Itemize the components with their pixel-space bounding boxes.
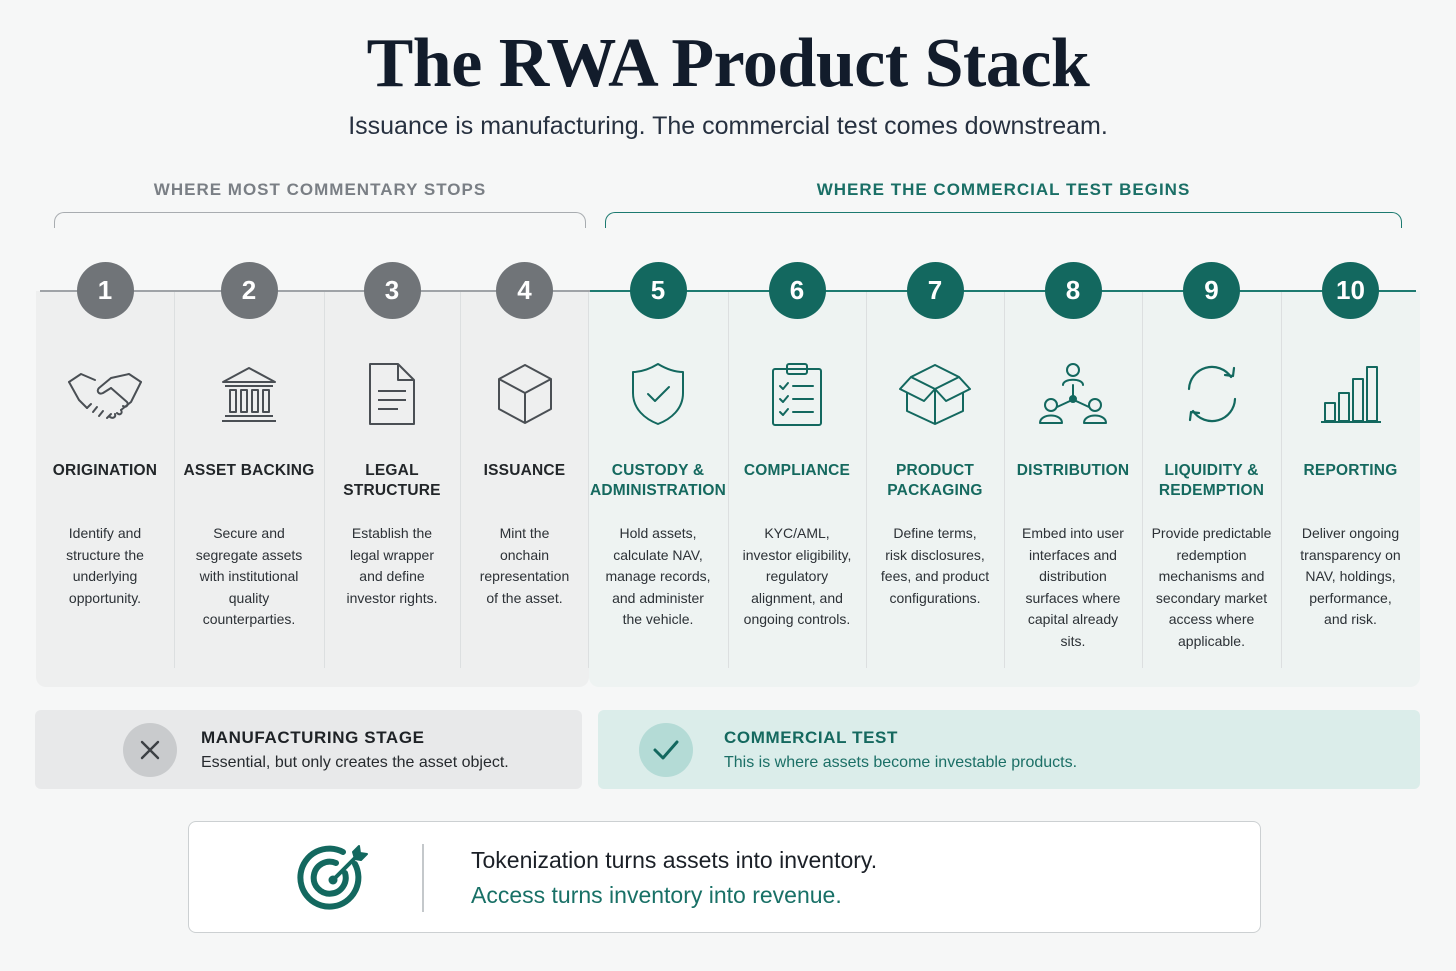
group-label-commentary: WHERE MOST COMMENTARY STOPS (153, 180, 487, 199)
bracket-commentary (54, 212, 586, 228)
step-number: 9 (1183, 262, 1240, 319)
manufacturing-stage-text: Essential, but only creates the asset ob… (201, 754, 509, 771)
target-arrow-icon (297, 840, 373, 916)
check-icon (639, 723, 693, 777)
shield-check-icon (618, 361, 698, 427)
column-divider (1004, 292, 1005, 668)
page-title: The RWA Product Stack (366, 25, 1090, 102)
timeline-rail-teal (590, 290, 1416, 292)
step-number: 8 (1044, 262, 1102, 319)
step-name: ASSET BACKING (183, 462, 315, 479)
manufacturing-stage-box: MANUFACTURING STAGE Essential, but only … (35, 710, 582, 789)
footer-line-1: Tokenization turns assets into inventory… (471, 847, 878, 873)
handshake-icon (65, 361, 145, 427)
cube-icon (485, 361, 565, 427)
footer-callout: Tokenization turns assets into inventory… (188, 821, 1261, 933)
step-number: 4 (496, 262, 553, 319)
step-description: Define terms,risk disclosures,fees, and … (880, 525, 990, 606)
footer-divider (422, 844, 424, 912)
manufacturing-stage-title: MANUFACTURING STAGE (201, 728, 425, 747)
step-compliance: 6 COMPLIANCE KYC/AML,investor eligibilit… (731, 262, 863, 662)
step-name: DISTRIBUTION (1016, 462, 1130, 479)
step-name: ORIGINATION (52, 462, 158, 479)
step-name: COMPLIANCE (743, 462, 851, 479)
commercial-test-box: COMMERCIAL TEST This is where assets bec… (598, 710, 1420, 789)
column-divider (588, 292, 589, 668)
step-number: 6 (768, 262, 826, 319)
footer-line-2: Access turns inventory into revenue. (471, 882, 842, 908)
column-divider (728, 292, 729, 668)
step-number: 2 (220, 262, 278, 319)
bank-icon (209, 361, 289, 427)
group-label-commercial: WHERE THE COMMERCIAL TEST BEGINS (816, 180, 1191, 199)
bar-chart-icon (1311, 361, 1391, 427)
commercial-test-title: COMMERCIAL TEST (724, 728, 898, 747)
commercial-test-text: This is where assets become investable p… (724, 754, 1078, 771)
open-box-icon (895, 361, 975, 427)
column-divider (1142, 292, 1143, 668)
step-name: CUSTODY & ADMINISTRATION (590, 462, 726, 499)
step-name: REPORTING (1303, 462, 1398, 479)
bracket-commercial (605, 212, 1402, 228)
x-icon (123, 723, 177, 777)
step-number: 1 (76, 262, 134, 319)
document-icon (352, 361, 432, 427)
column-divider (1281, 292, 1282, 668)
step-number: 7 (906, 262, 964, 319)
column-divider (174, 292, 175, 668)
column-divider (866, 292, 867, 668)
step-custody-administration: 5 CUSTODY & ADMINISTRATION Hold assets,c… (590, 262, 726, 662)
clipboard-checklist-icon (757, 361, 837, 427)
step-name: ISSUANCE (483, 462, 566, 479)
column-divider (324, 292, 325, 668)
step-number: 3 (363, 262, 421, 319)
step-product-packaging: 7 PRODUCT PACKAGING Define terms,risk di… (869, 262, 1001, 662)
step-name: LIQUIDITY & REDEMPTION (1158, 462, 1265, 499)
refresh-cycle-icon (1172, 361, 1252, 427)
step-description: Hold assets,calculate NAV,manage records… (605, 525, 711, 627)
step-number: 5 (629, 262, 687, 319)
network-users-icon (1033, 361, 1113, 427)
step-number: 10 (1322, 262, 1379, 319)
step-name: LEGAL STRUCTURE (343, 462, 441, 499)
timeline-rail-grey (40, 290, 590, 292)
page-subtitle: Issuance is manufacturing. The commercia… (348, 112, 1108, 140)
step-liquidity-redemption: 9 LIQUIDITY & REDEMPTION Provide predict… (1144, 262, 1279, 662)
manufacturing-panel (36, 291, 589, 687)
column-divider (460, 292, 461, 668)
step-name: PRODUCT PACKAGING (887, 462, 983, 499)
